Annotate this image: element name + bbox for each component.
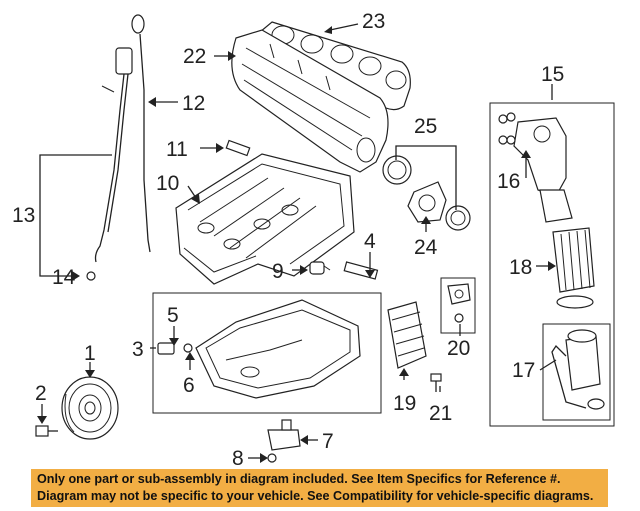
callout-23: 23 [362,10,385,33]
callout-6: 6 [183,374,195,397]
callout-10: 10 [156,172,179,195]
callout-4: 4 [364,230,376,253]
oil-filter-housing-group-box [489,102,615,427]
timing-cover-seal-drawing [382,155,471,231]
callout-21: 21 [429,402,452,425]
callout-5: 5 [167,304,179,327]
lower-oil-pan-drawing [195,299,361,399]
callout-22: 22 [183,45,206,68]
callout-11: 11 [166,138,188,161]
disclaimer-banner: Only one part or sub-assembly in diagram… [31,469,608,507]
exploded-view-drawing: 23 22 12 11 10 13 14 25 24 9 4 15 16 18 … [12,10,615,470]
callout-8: 8 [232,447,244,470]
gasket-set-drawing [447,283,471,323]
gasket-kit-box [440,277,476,334]
disclaimer-line-1: Only one part or sub-assembly in diagram… [37,472,561,486]
dipstick-tube-drawing [94,47,133,263]
cooler-bolt-drawing [430,373,442,392]
callout-13: 13 [12,204,35,227]
oil-level-sensor-drawing [551,329,605,410]
leader-lines [37,23,557,463]
dipstick-seal-drawing [86,271,96,281]
intake-gasket-drawing [256,21,411,111]
drain-plug-drawing [157,342,193,355]
upper-oil-pan-drawing [175,153,355,285]
oil-pump-sensor-drawing [267,419,301,463]
callout-7: 7 [322,430,334,453]
oil-pan-group-box [152,292,382,414]
callout-3: 3 [132,338,144,361]
callout-18: 18 [509,256,532,279]
callout-1: 1 [84,342,96,365]
callout-15: 15 [541,63,564,86]
callout-16: 16 [497,170,520,193]
callout-12: 12 [182,92,205,115]
pulley-bolt-drawing [35,425,58,437]
oil-filter-drawing [552,227,595,309]
callout-19: 19 [393,392,416,415]
oil-cooler-drawing [387,301,427,369]
intake-manifold-drawing [231,29,389,173]
oil-sensor-drawing [309,261,331,275]
callout-9: 9 [272,260,284,283]
callout-25: 25 [414,115,437,138]
crankshaft-pulley-drawing [61,376,119,440]
dipstick-drawing [131,14,151,253]
callout-labels: 23 22 12 11 10 13 14 25 24 9 4 15 16 18 … [12,10,564,470]
oil-filter-housing-drawing [498,112,573,223]
callout-2: 2 [35,382,47,405]
callout-14: 14 [52,266,76,289]
pcv-tube-drawing [225,139,251,157]
oil-level-sensor-box [542,323,611,421]
callout-24: 24 [414,236,438,259]
callout-20: 20 [447,337,470,360]
disclaimer-line-2: Diagram may not be specific to your vehi… [37,489,594,503]
callout-17: 17 [512,359,535,382]
